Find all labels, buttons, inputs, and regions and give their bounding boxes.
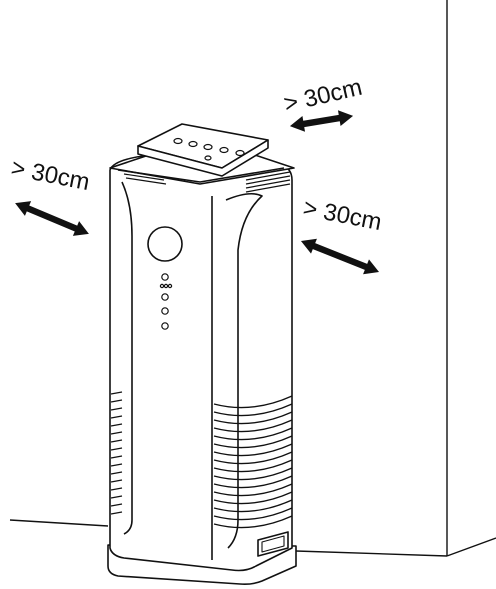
clearance-label-left: > 30cm <box>9 154 92 196</box>
arrow-left <box>15 201 89 236</box>
room-lines <box>9 0 496 557</box>
purifier-body <box>109 147 293 572</box>
left-vents <box>110 391 123 515</box>
top-control-panel-side <box>137 139 269 177</box>
clearance-label-right: > 30cm <box>301 194 384 236</box>
top-grille <box>123 171 291 193</box>
right-panel <box>225 192 263 549</box>
clearance-label-top-right: > 30cm <box>281 74 364 118</box>
right-vents <box>213 395 293 529</box>
wall-floor-line <box>295 550 448 557</box>
front-indicators <box>159 273 173 330</box>
floor-line-left <box>9 519 109 527</box>
purifier-top-rim-inner <box>117 167 285 183</box>
power-inlet <box>257 531 289 557</box>
top-panel-buttons <box>173 137 245 161</box>
air-purifier <box>107 123 297 585</box>
arrow-top-right <box>289 110 354 132</box>
arrow-right <box>300 238 380 275</box>
power-inlet-inner <box>261 535 285 553</box>
clearance-arrows <box>15 110 380 275</box>
left-panel <box>121 181 133 535</box>
front-dial <box>147 226 183 262</box>
floor-line-right <box>446 537 496 557</box>
